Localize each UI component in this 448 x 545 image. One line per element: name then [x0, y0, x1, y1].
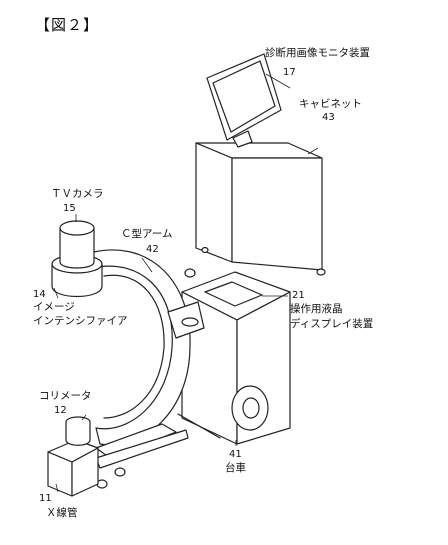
intensifier-number: 14 — [33, 289, 46, 300]
monitor-label: 診断用画像モニタ装置 — [265, 47, 370, 59]
tv-camera-label: ＴＶカメラ — [51, 188, 104, 200]
c-arm-number: 42 — [146, 244, 159, 255]
cabinet-number: 43 — [322, 112, 335, 123]
xray-tube — [47, 439, 99, 497]
collimator-number: 12 — [54, 405, 67, 416]
xray-tube-number: 11 — [39, 493, 52, 504]
collimator — [65, 416, 91, 446]
cart-number: 41 — [229, 449, 242, 460]
cabinet — [195, 142, 326, 276]
lcd-number: 21 — [292, 290, 305, 301]
collimator-label: コリメータ — [39, 390, 92, 402]
c-arm-label: Ｃ型アーム — [121, 228, 173, 240]
cabinet-label: キャビネット — [299, 98, 362, 110]
lcd-label-line2: ディスプレイ装置 — [290, 318, 374, 330]
intensifier-label-line2: インテンシファイア — [33, 315, 128, 327]
diagnostic-monitor — [206, 53, 282, 148]
monitor-number: 17 — [283, 67, 296, 78]
xray-tube-label: Ｘ線管 — [46, 507, 78, 519]
arm-support — [95, 423, 189, 489]
cart-label: 台車 — [225, 462, 246, 474]
intensifier-label-line1: イメージ — [33, 301, 75, 313]
c-arm — [91, 249, 205, 446]
lcd-label-line1: 操作用液晶 — [290, 303, 343, 315]
figure-title: 【図２】 — [35, 16, 100, 34]
leader-lines — [53, 73, 319, 493]
cart — [177, 268, 291, 445]
tv-camera — [59, 220, 95, 269]
tv-camera-number: 15 — [63, 203, 76, 214]
